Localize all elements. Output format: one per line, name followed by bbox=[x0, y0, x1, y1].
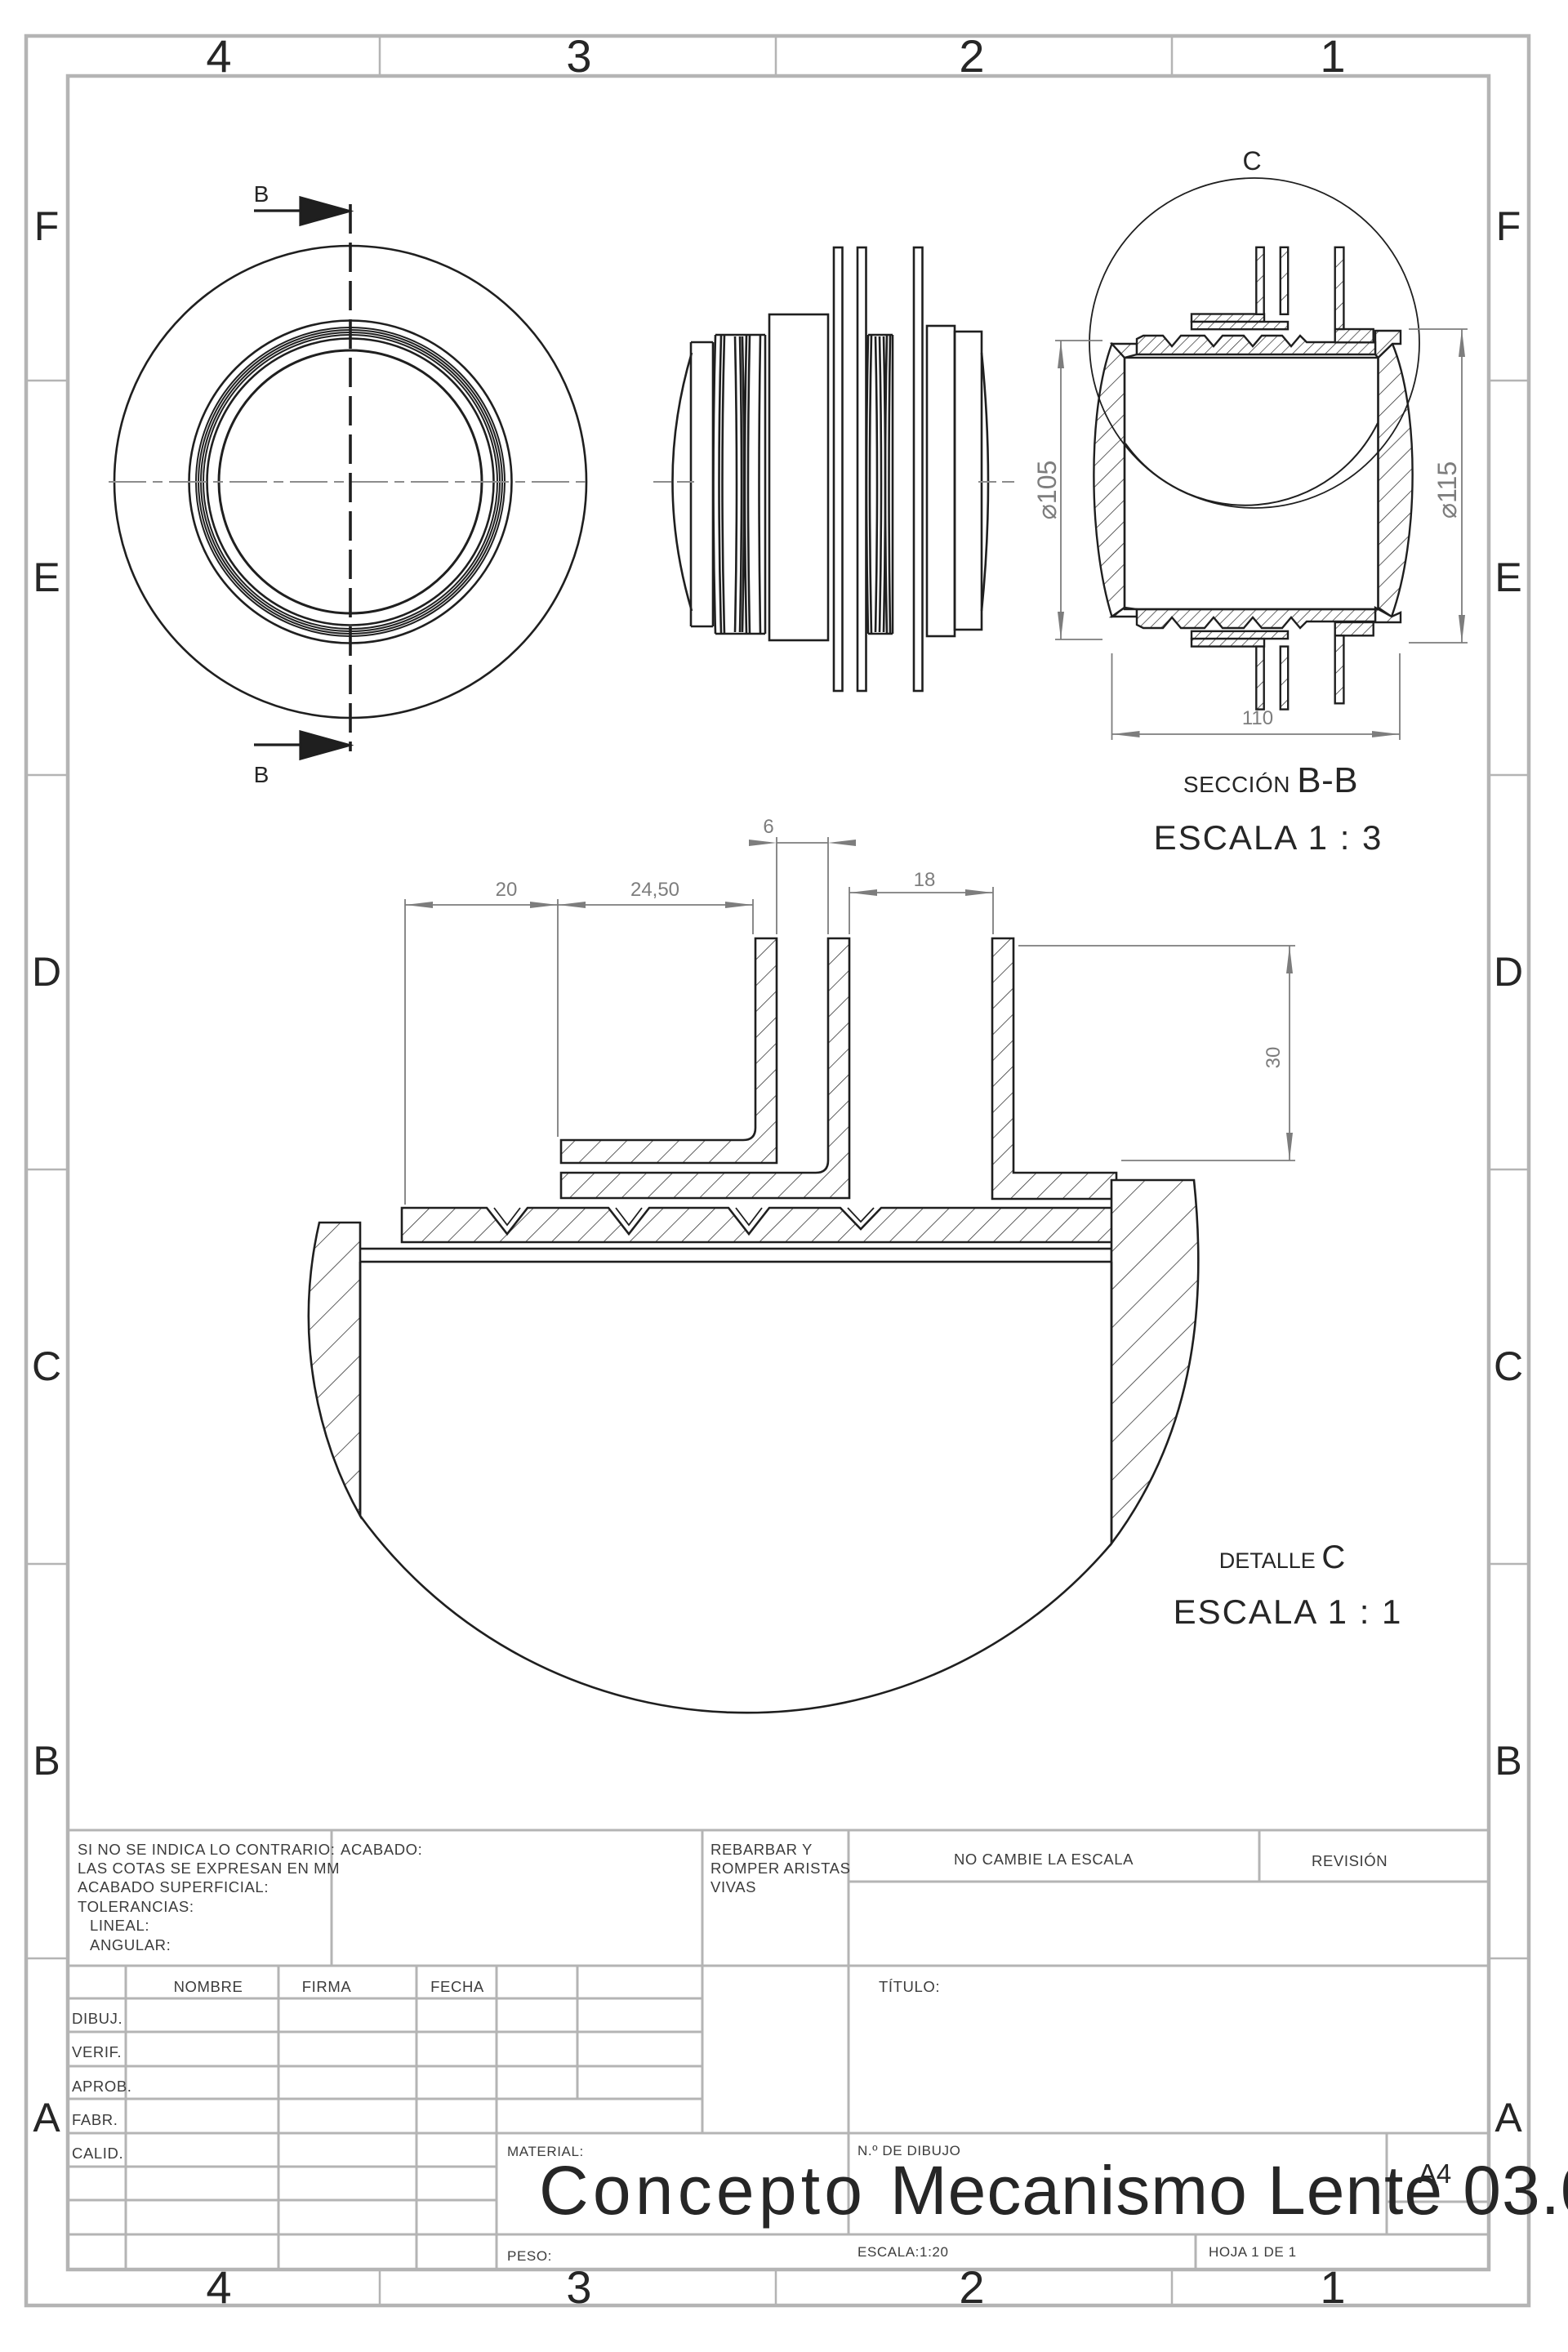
svg-text:APROB.: APROB. bbox=[72, 2078, 132, 2095]
svg-text:30: 30 bbox=[1263, 1047, 1285, 1069]
svg-text:ACABADO SUPERFICIAL:: ACABADO SUPERFICIAL: bbox=[78, 1878, 269, 1895]
svg-text:SI NO SE INDICA LO CONTRARIO:: SI NO SE INDICA LO CONTRARIO: bbox=[78, 1841, 336, 1858]
svg-text:MATERIAL:: MATERIAL: bbox=[507, 2144, 584, 2159]
svg-text:B: B bbox=[1494, 1738, 1521, 1784]
svg-text:DIBUJ.: DIBUJ. bbox=[72, 2010, 122, 2027]
svg-text:1: 1 bbox=[1320, 30, 1345, 82]
svg-text:REBARBAR Y: REBARBAR Y bbox=[710, 1841, 813, 1858]
svg-text:3: 3 bbox=[566, 2261, 591, 2313]
svg-text:A4: A4 bbox=[1419, 2158, 1451, 2189]
svg-text:4: 4 bbox=[206, 2261, 231, 2313]
svg-text:⌀115: ⌀115 bbox=[1432, 461, 1462, 519]
svg-text:LINEAL:: LINEAL: bbox=[90, 1917, 149, 1934]
svg-text:CALID.: CALID. bbox=[72, 2145, 123, 2162]
svg-text:F: F bbox=[34, 203, 60, 249]
svg-text:TOLERANCIAS:: TOLERANCIAS: bbox=[78, 1898, 194, 1915]
svg-text:110: 110 bbox=[1242, 707, 1273, 729]
svg-text:4: 4 bbox=[206, 30, 231, 82]
svg-text:ESCALA 1 : 1: ESCALA 1 : 1 bbox=[1174, 1592, 1403, 1631]
svg-text:⌀105: ⌀105 bbox=[1032, 461, 1062, 520]
svg-text:A: A bbox=[1494, 2095, 1522, 2140]
svg-text:E: E bbox=[1494, 555, 1521, 600]
svg-text:Concepto Mecanismo Lente 03.0: Concepto Mecanismo Lente 03.0 bbox=[539, 2152, 1568, 2229]
svg-text:2: 2 bbox=[959, 30, 984, 82]
svg-text:B: B bbox=[33, 1738, 60, 1784]
svg-text:NOMBRE: NOMBRE bbox=[174, 1978, 243, 1995]
svg-text:A: A bbox=[33, 2095, 60, 2140]
svg-text:ACABADO:: ACABADO: bbox=[341, 1841, 422, 1858]
svg-text:NO CAMBIE LA ESCALA: NO CAMBIE LA ESCALA bbox=[954, 1851, 1134, 1868]
svg-text:20: 20 bbox=[496, 879, 518, 901]
svg-text:FECHA: FECHA bbox=[430, 1978, 484, 1995]
svg-text:18: 18 bbox=[914, 869, 936, 891]
svg-text:D: D bbox=[32, 949, 61, 995]
svg-text:TÍTULO:: TÍTULO: bbox=[879, 1978, 940, 1995]
svg-text:24,50: 24,50 bbox=[630, 879, 679, 901]
svg-text:PESO:: PESO: bbox=[507, 2248, 552, 2264]
svg-text:B: B bbox=[254, 762, 270, 787]
svg-text:F: F bbox=[1496, 203, 1521, 249]
svg-text:D: D bbox=[1494, 949, 1523, 995]
svg-text:C: C bbox=[1494, 1343, 1523, 1389]
svg-text:C: C bbox=[1242, 146, 1261, 176]
svg-text:2: 2 bbox=[959, 2261, 984, 2313]
svg-text:3: 3 bbox=[566, 30, 591, 82]
svg-text:1: 1 bbox=[1320, 2261, 1345, 2313]
svg-text:ANGULAR:: ANGULAR: bbox=[90, 1936, 171, 1953]
svg-text:N.º DE DIBUJO: N.º DE DIBUJO bbox=[858, 2143, 960, 2158]
svg-text:VIVAS: VIVAS bbox=[710, 1878, 756, 1895]
svg-text:ROMPER ARISTAS: ROMPER ARISTAS bbox=[710, 1860, 851, 1877]
svg-text:ESCALA:1:20: ESCALA:1:20 bbox=[858, 2244, 949, 2260]
svg-text:LAS COTAS SE EXPRESAN EN MM: LAS COTAS SE EXPRESAN EN MM bbox=[78, 1860, 340, 1877]
svg-text:HOJA 1 DE 1: HOJA 1 DE 1 bbox=[1209, 2244, 1297, 2260]
svg-text:FABR.: FABR. bbox=[72, 2111, 118, 2128]
svg-text:ESCALA 1 : 3: ESCALA 1 : 3 bbox=[1154, 818, 1383, 857]
svg-text:VERIF.: VERIF. bbox=[72, 2043, 122, 2060]
svg-text:6: 6 bbox=[763, 816, 773, 838]
svg-text:REVISIÓN: REVISIÓN bbox=[1312, 1852, 1388, 1869]
svg-text:B: B bbox=[254, 181, 270, 207]
svg-text:FIRMA: FIRMA bbox=[302, 1978, 352, 1995]
svg-text:E: E bbox=[33, 555, 60, 600]
svg-text:C: C bbox=[32, 1343, 61, 1389]
